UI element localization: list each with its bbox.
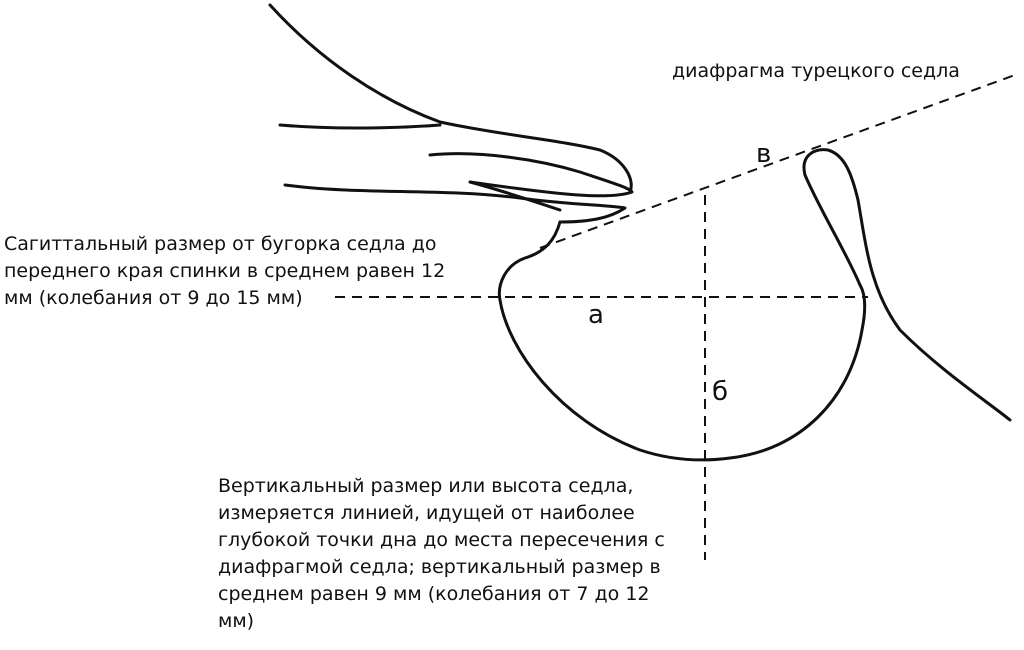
letter-a: а xyxy=(588,300,604,330)
sagittal-caption: Сагиттальный размер от бугорка седла до … xyxy=(4,233,445,309)
dorsum-sellae-contour xyxy=(802,148,1012,422)
caption-line: мм) xyxy=(218,610,254,632)
diaphragm-label: диафрагма турецкого седла xyxy=(672,60,960,82)
caption-line: мм (колебания от 9 до 15 мм) xyxy=(4,287,303,309)
caption-line: среднем равен 9 мм (колебания от 7 до 12 xyxy=(218,583,650,605)
diaphragm-line xyxy=(539,74,1016,249)
sella-floor-contour xyxy=(497,220,867,462)
letter-b: б xyxy=(712,377,728,407)
caption-line: Сагиттальный размер от бугорка седла до xyxy=(4,233,436,255)
caption-line: диафрагмой седла; вертикальный размер в xyxy=(218,556,661,578)
letter-v: в xyxy=(756,139,771,169)
anterior-clinoid-structures xyxy=(268,3,634,224)
caption-line: глубокой точки дна до места пересечения … xyxy=(218,529,665,551)
vertical-caption: Вертикальный размер или высота седла, из… xyxy=(218,475,665,632)
caption-line: измеряется линией, идущей от наиболее xyxy=(218,502,635,524)
caption-line: Вертикальный размер или высота седла, xyxy=(218,475,633,497)
caption-line: переднего края спинки в среднем равен 12 xyxy=(4,260,445,282)
